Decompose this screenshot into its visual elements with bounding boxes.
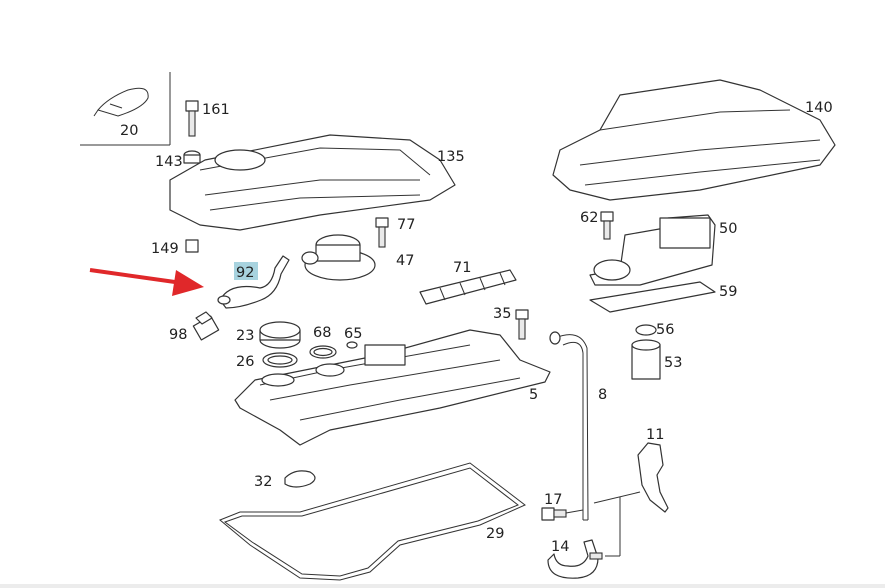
inset-box-20 bbox=[80, 72, 171, 146]
callout-5: 5 bbox=[529, 387, 538, 403]
callout-53: 53 bbox=[664, 355, 682, 371]
fitting-98 bbox=[192, 311, 220, 341]
bolt-62 bbox=[600, 211, 614, 240]
bolt-17 bbox=[541, 507, 584, 521]
bottom-edge bbox=[0, 584, 885, 588]
module-50 bbox=[589, 214, 716, 286]
callout-143: 143 bbox=[155, 154, 183, 170]
callout-26: 26 bbox=[236, 354, 254, 370]
callout-17: 17 bbox=[544, 492, 562, 508]
callout-68: 68 bbox=[313, 325, 331, 341]
callout-8: 8 bbox=[598, 387, 607, 403]
gasket-32 bbox=[284, 470, 316, 488]
clamp-14 bbox=[547, 539, 603, 579]
callout-92: 92 bbox=[236, 265, 254, 281]
callout-32: 32 bbox=[254, 474, 272, 490]
callout-23: 23 bbox=[236, 328, 254, 344]
tube-71 bbox=[419, 269, 517, 305]
callout-71: 71 bbox=[453, 260, 471, 276]
callout-62: 62 bbox=[580, 210, 598, 226]
callout-29: 29 bbox=[486, 526, 504, 542]
callout-135: 135 bbox=[437, 149, 465, 165]
callout-56: 56 bbox=[656, 322, 674, 338]
callout-65: 65 bbox=[344, 326, 362, 342]
highlight-92 bbox=[234, 262, 258, 280]
oil-separator-47 bbox=[301, 234, 376, 281]
ring-56 bbox=[635, 324, 657, 336]
dipstick-tube-8 bbox=[549, 331, 589, 521]
engine-cover-135 bbox=[169, 134, 456, 231]
valve-cover-5 bbox=[234, 329, 551, 446]
filter-53 bbox=[631, 339, 661, 380]
cap-23 bbox=[259, 321, 301, 349]
callout-77: 77 bbox=[397, 217, 415, 233]
callout-149: 149 bbox=[151, 241, 179, 257]
gasket-29 bbox=[219, 462, 526, 581]
gasket-59 bbox=[589, 281, 716, 313]
pointer-arrow bbox=[89, 268, 204, 296]
bolt-77 bbox=[375, 217, 389, 248]
bolt-161 bbox=[185, 100, 199, 137]
callout-98: 98 bbox=[169, 327, 187, 343]
callout-47: 47 bbox=[396, 253, 414, 269]
bolt-35 bbox=[515, 309, 529, 340]
callout-11: 11 bbox=[646, 427, 664, 443]
callout-14: 14 bbox=[551, 539, 569, 555]
grommet-143 bbox=[183, 150, 201, 164]
callout-35: 35 bbox=[493, 306, 511, 322]
callout-161: 161 bbox=[202, 102, 230, 118]
ring-65 bbox=[346, 341, 358, 349]
hose-92 bbox=[217, 255, 290, 309]
engine-cover-140 bbox=[552, 79, 836, 201]
seal-26 bbox=[262, 352, 298, 368]
callout-20: 20 bbox=[120, 123, 138, 139]
plug-149 bbox=[185, 239, 199, 253]
callout-50: 50 bbox=[719, 221, 737, 237]
seal-68 bbox=[309, 345, 337, 359]
callout-140: 140 bbox=[805, 100, 833, 116]
bracket-11 bbox=[593, 442, 669, 557]
callout-59: 59 bbox=[719, 284, 737, 300]
